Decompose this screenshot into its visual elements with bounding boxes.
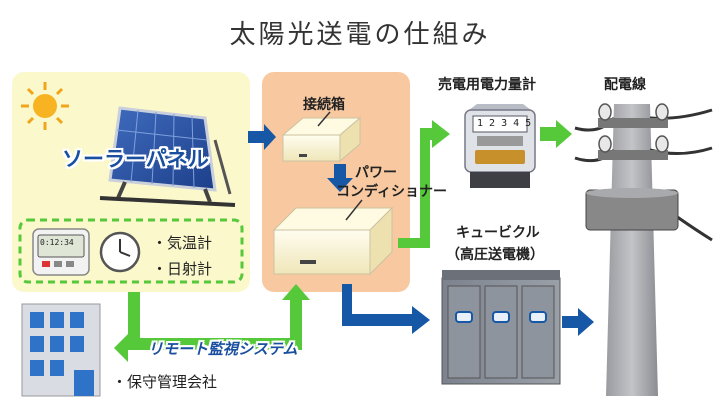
solar-panel — [99, 106, 236, 207]
arrow-pcs-to-cubicle — [342, 284, 430, 334]
arrow-pcs-to-meter — [398, 120, 450, 248]
page-title: 太陽光送電の仕組み — [229, 20, 491, 50]
clock-icon — [99, 231, 141, 273]
power-conditioner — [272, 206, 394, 276]
pcs-pointer — [345, 199, 363, 221]
remote-monitoring-label: リモート監視システム — [148, 340, 298, 358]
company-building-icon — [21, 303, 101, 397]
arrow-junction-to-pcs — [327, 164, 353, 192]
arrow-solar-to-junction — [248, 124, 276, 150]
junction-box-label: 接続箱 — [303, 97, 345, 113]
temperature-meter-icon — [32, 228, 90, 276]
irradiance-label: ・日射計 — [152, 260, 213, 278]
arrow-remote-link — [114, 284, 310, 362]
sensor-box — [18, 218, 244, 284]
meter-display-text: 0:12:34 — [40, 238, 74, 247]
cubicle-label-line2: （高圧送電機） — [446, 247, 544, 263]
meter-display: 1 2 3 4 5 — [477, 118, 532, 129]
cubicle — [441, 270, 561, 385]
junction-pointer — [317, 111, 331, 127]
cubicle-label-line1: キュービクル — [456, 225, 540, 241]
solar-panel-label: ソーラーパネル — [62, 147, 209, 171]
power-line-label: 配電線 — [604, 77, 646, 93]
meter-label: 売電用電力量計 — [438, 77, 536, 93]
electricity-meter — [464, 104, 536, 188]
pcs-label-line1: パワー — [355, 165, 397, 181]
arrow-cubicle-to-pole — [562, 308, 594, 336]
utility-pole — [574, 103, 713, 396]
junction-box — [281, 116, 362, 163]
pcs-label-line2: コンディショナー — [336, 184, 448, 200]
sun-icon — [21, 82, 69, 130]
company-label: ・保守管理会社 — [112, 373, 218, 391]
arrow-meter-to-pole — [540, 120, 572, 148]
temperature-label: ・気温計 — [152, 234, 213, 252]
